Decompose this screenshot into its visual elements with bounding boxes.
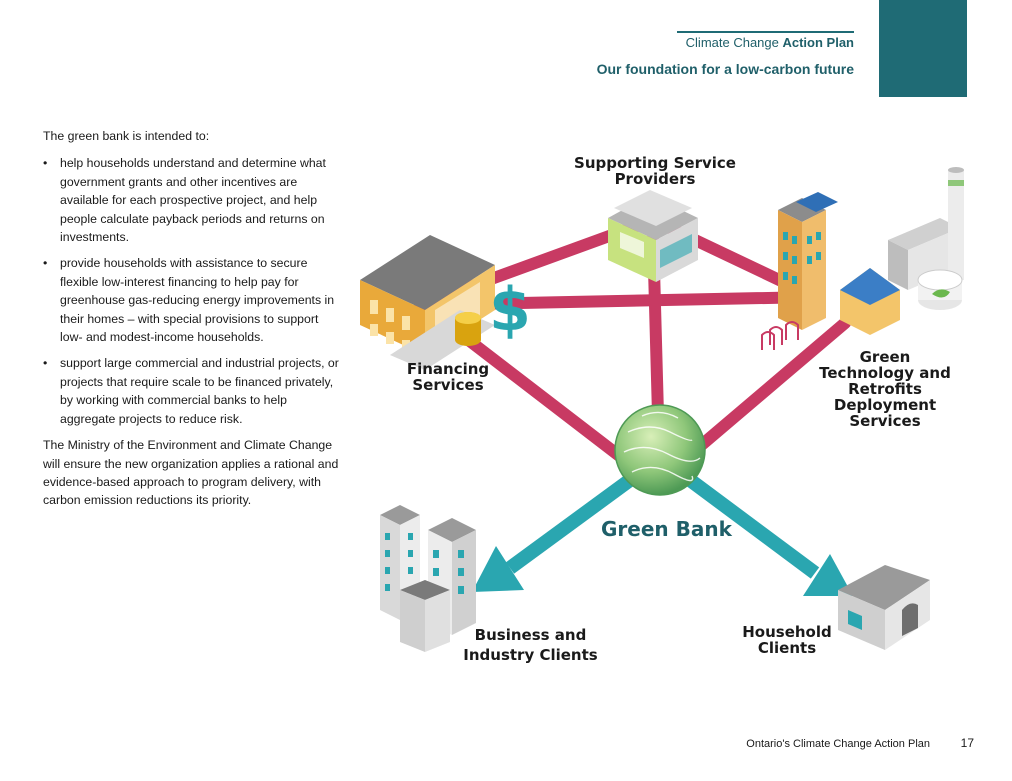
page-number: 17 bbox=[960, 736, 974, 750]
diagram-graphics: $ bbox=[360, 167, 964, 652]
greentech-to-bank-line bbox=[692, 317, 851, 454]
coin-stack-icon bbox=[455, 312, 481, 346]
closing-paragraph: The Ministry of the Environment and Clim… bbox=[43, 438, 339, 508]
green-bank-diagram: $ bbox=[340, 140, 1012, 700]
document-title: Climate Change Action Plan bbox=[685, 35, 854, 50]
document-subtitle: Our foundation for a low-carbon future bbox=[596, 61, 854, 77]
business-arrowhead bbox=[472, 546, 524, 592]
svg-text:$: $ bbox=[489, 275, 531, 345]
household-clients-label: Household Clients bbox=[742, 623, 832, 657]
green-bank-globe bbox=[614, 404, 706, 496]
green-tech-illustration bbox=[761, 167, 964, 350]
bullet-item: help households understand and determine… bbox=[43, 154, 343, 246]
bullet-list: help households understand and determine… bbox=[43, 154, 343, 428]
intro-paragraph: The green bank is intended to: bbox=[43, 129, 210, 143]
house-illustration bbox=[838, 565, 930, 650]
green-technology-label: Green Technology and Retrofits Deploymen… bbox=[819, 348, 951, 430]
footer-title: Ontario's Climate Change Action Plan bbox=[746, 738, 930, 750]
output-arrows bbox=[472, 474, 853, 596]
household-arrowhead bbox=[803, 554, 853, 596]
business-buildings-illustration bbox=[380, 505, 476, 652]
bullet-item: support large commercial and industrial … bbox=[43, 354, 343, 428]
triangle-connector bbox=[414, 214, 821, 311]
header-accent-block bbox=[879, 0, 967, 97]
dollar-icon: $ bbox=[489, 275, 531, 345]
body-text: The green bank is intended to: help hous… bbox=[43, 127, 343, 519]
store-building-illustration bbox=[608, 190, 698, 282]
business-clients-label: Business and Industry Clients bbox=[463, 626, 598, 664]
bullet-item: provide households with assistance to se… bbox=[43, 254, 343, 346]
financing-services-label: Financing Services bbox=[406, 360, 490, 394]
supporting-service-providers-label: Supporting Service Providers bbox=[574, 154, 736, 188]
header-rule bbox=[677, 31, 854, 33]
green-bank-label: Green Bank bbox=[601, 517, 732, 541]
